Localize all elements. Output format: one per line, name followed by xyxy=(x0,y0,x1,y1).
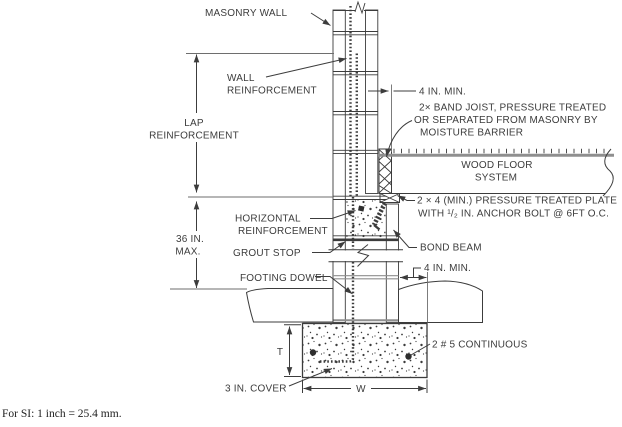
label-horiz-reinf-1: HORIZONTAL xyxy=(235,214,301,225)
label-footing-dowel: FOOTING DOWEL xyxy=(240,273,328,284)
si-conversion-note: For SI: 1 inch = 25.4 mm. xyxy=(2,408,122,420)
wall-reinforcement-bars xyxy=(349,6,358,197)
sill-plate-x-mark xyxy=(379,193,400,203)
label-plate-1: 2 × 4 (MIN.) PRESSURE TREATED PLATE xyxy=(417,196,617,207)
footing xyxy=(301,322,428,379)
label-lap-2: REINFORCEMENT xyxy=(149,131,239,142)
leader-grout-stop xyxy=(312,241,346,253)
label-plate-2: WITH ¹/₂ IN. ANCHOR BOLT @ 6FT O.C. xyxy=(418,209,609,220)
bond-beam-zone xyxy=(346,193,400,238)
dim-t-ext xyxy=(284,324,301,377)
label-horiz-reinf-2: REINFORCEMENT xyxy=(238,226,328,237)
label-grout-stop: GROUT STOP xyxy=(233,248,301,259)
label-wood-floor-1: WOOD FLOOR xyxy=(461,160,532,171)
wall-top-break-symbol xyxy=(333,0,378,15)
label-cover: 3 IN. COVER xyxy=(225,384,287,395)
rebar-dot-left xyxy=(309,349,317,356)
anchor-bolt xyxy=(371,201,388,227)
label-4in-top: 4 IN. MIN. xyxy=(419,87,466,98)
earth-hatch-left xyxy=(245,288,334,323)
anchor-bolt-hook xyxy=(373,224,381,231)
floor-break-symbol xyxy=(602,148,614,197)
label-band-joist-2: OR SEPARATED FROM MASONRY BY xyxy=(414,115,598,126)
label-wall-reinf-2: REINFORCEMENT xyxy=(227,86,317,97)
label-t: T xyxy=(277,347,283,358)
leader-continuous-bars xyxy=(410,343,431,356)
leader-plate xyxy=(397,195,415,202)
lower-joint-lines xyxy=(333,275,399,280)
callouts: MASONRY WALL WALL REINFORCEMENT 2× BAND … xyxy=(205,8,617,395)
leader-cover xyxy=(288,368,333,387)
leader-wall-reinf xyxy=(265,57,347,78)
label-wood-floor-2: SYSTEM xyxy=(475,173,517,184)
label-36-2: MAX. xyxy=(175,247,200,258)
wall-break-symbol xyxy=(328,244,403,267)
wood-floor-system: WOOD FLOOR SYSTEM xyxy=(378,148,614,197)
earth-hatch-right xyxy=(398,280,483,323)
label-band-joist-3: MOISTURE BARRIER xyxy=(420,128,523,139)
rebar-dot-right xyxy=(405,353,412,360)
label-wall-reinf-1: WALL xyxy=(227,73,255,84)
foundation-right-face xyxy=(385,203,399,323)
dim-4in-bottom-hook xyxy=(413,267,421,277)
leader-footing-dowel xyxy=(315,276,353,295)
wall-left-face xyxy=(332,9,346,323)
horizontal-reinforcement-bar xyxy=(358,205,365,212)
leader-band-joist xyxy=(385,120,413,158)
label-band-joist-1: 2× BAND JOIST, PRESSURE TREATED xyxy=(419,103,606,114)
label-bond-beam: BOND BEAM xyxy=(420,243,482,254)
label-continuous-bars: 2 # 5 CONTINUOUS xyxy=(432,340,528,351)
label-lap-1: LAP xyxy=(184,118,204,129)
floor-nailing-ticks xyxy=(393,148,605,154)
label-masonry-wall: MASONRY WALL xyxy=(205,8,287,19)
leader-masonry-wall xyxy=(310,12,331,26)
label-36-1: 36 IN. xyxy=(176,234,204,245)
leader-bond-beam xyxy=(393,229,417,248)
label-w: W xyxy=(356,384,366,395)
dimensions: LAP REINFORCEMENT 36 IN. MAX. 4 IN. MIN.… xyxy=(149,53,471,395)
leader-horiz-reinf xyxy=(310,210,356,219)
wall-right-face-upper xyxy=(365,9,379,194)
masonry-wall xyxy=(332,0,399,323)
label-4in-bottom: 4 IN. MIN. xyxy=(424,263,471,274)
dim-w-ext xyxy=(302,379,428,393)
